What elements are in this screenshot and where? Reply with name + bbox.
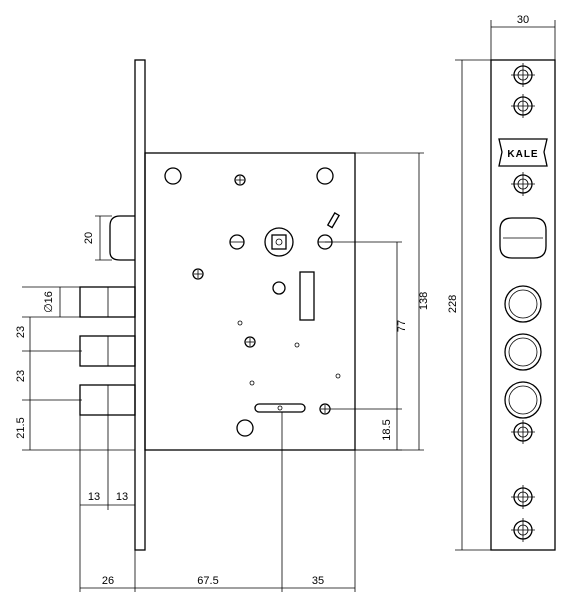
screw-icon — [192, 268, 204, 280]
dot — [237, 320, 243, 326]
screw-icon — [511, 518, 535, 542]
screw-icon — [234, 174, 246, 186]
dim-case-remainder: 35 — [312, 575, 324, 587]
dot — [249, 380, 255, 386]
bolt-hole-middle — [504, 333, 542, 371]
dim-bolt-throw-1: 13 — [88, 491, 100, 503]
case-hole-top-right — [316, 167, 334, 185]
dim-spindle-to-cylinder: 77 — [396, 320, 408, 332]
dim-bolt-diameter: ∅16 — [43, 291, 55, 313]
vertical-slot — [299, 271, 315, 321]
screw-icon — [511, 94, 535, 118]
brand-logo-text: KALE — [507, 149, 538, 160]
screw-icon — [511, 172, 535, 196]
slot-diagonal — [326, 212, 340, 229]
case-hole-bottom — [236, 419, 254, 437]
dim-faceplate-height: 228 — [447, 295, 459, 313]
dot — [335, 373, 341, 379]
dimension-lines — [22, 152, 424, 592]
small-hole — [272, 281, 286, 295]
dim-latch-height: 20 — [83, 232, 95, 244]
screw-icon — [244, 336, 256, 348]
follower-hole-left — [229, 234, 245, 250]
dim-faceplate-width: 30 — [517, 14, 529, 26]
cylinder-keyway — [254, 403, 306, 413]
screw-icon — [511, 63, 535, 87]
bolt-hole-top — [504, 285, 542, 323]
dim-bolt-projection: 26 — [102, 575, 114, 587]
dim-lock-height: 138 — [418, 292, 430, 310]
faceplate — [490, 59, 556, 551]
dim-backset: 67.5 — [197, 575, 218, 587]
screw-icon — [511, 420, 535, 444]
deadbolt-top — [79, 286, 136, 318]
deadbolt-bottom — [79, 384, 136, 416]
dim-cylinder-to-bottom: 18.5 — [381, 419, 393, 440]
dim-bolt-throw-2: 13 — [116, 491, 128, 503]
dim-bolt-spacing-1: 23 — [15, 326, 27, 338]
faceplate-view: KALE — [490, 59, 556, 551]
dim-bolt-to-bottom: 21.5 — [15, 417, 27, 438]
dimension-labels: 138 77 18.5 20 ∅16 23 23 21.5 13 13 26 6… — [15, 232, 430, 587]
front-plate — [134, 59, 146, 551]
screw-icon — [511, 485, 535, 509]
dim-bolt-spacing-2: 23 — [15, 370, 27, 382]
screw-icon — [319, 403, 331, 415]
brand-logo: KALE — [498, 138, 548, 167]
latch-bolt — [109, 215, 135, 261]
spindle-hub — [264, 227, 294, 257]
case-hole-top-left — [164, 167, 182, 185]
lock-case — [144, 152, 356, 451]
dot — [294, 342, 300, 348]
bolt-hole-bottom — [504, 381, 542, 419]
faceplate-dimension-lines — [455, 20, 556, 551]
deadbolt-middle — [79, 335, 136, 367]
latch-opening — [499, 217, 547, 259]
lock-side-view — [79, 59, 356, 551]
